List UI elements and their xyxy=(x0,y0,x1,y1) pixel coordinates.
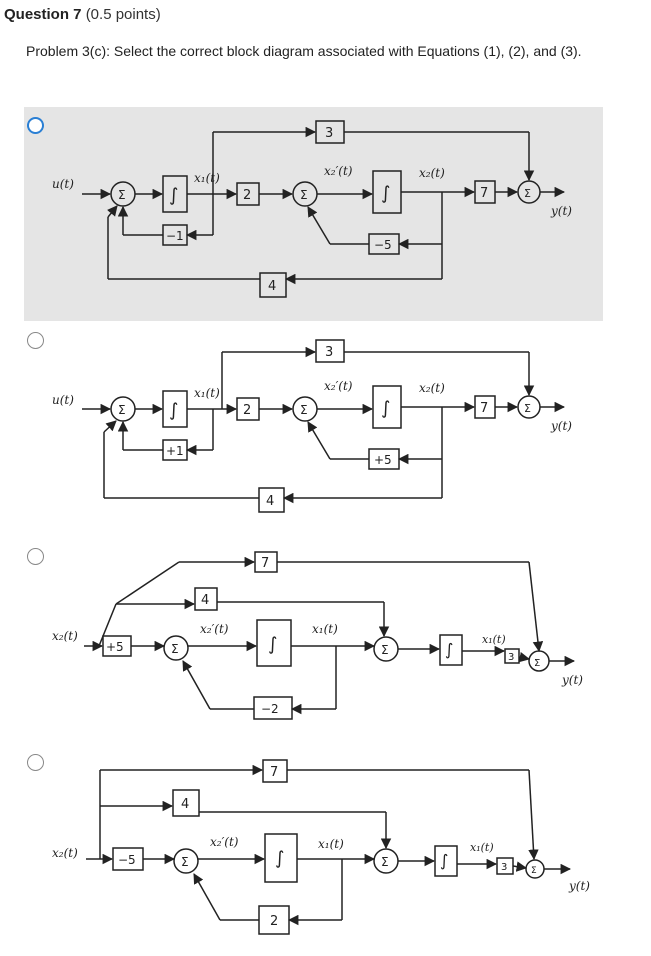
label-x1: x₁(t) xyxy=(194,171,220,185)
gain-fb1-label: +1 xyxy=(166,444,184,458)
answer-option-1[interactable]: u(t) Σ ∫ x₁(t) −1 2 Σ x₂′(t) ∫ x₂(t) xyxy=(24,107,603,321)
sum-symbol-3: Σ xyxy=(524,402,531,415)
gain-mid-label: 4 xyxy=(201,593,209,608)
gain-block-fb xyxy=(253,696,293,720)
sum-symbol-3: Σ xyxy=(524,187,531,200)
radio-button-option-2[interactable] xyxy=(27,332,44,349)
integrator-symbol-2: ∫ xyxy=(381,398,390,419)
summing-junction-1 xyxy=(173,848,199,874)
label-x2: x₂(t) xyxy=(419,166,445,180)
gain-block-bottom xyxy=(258,487,285,513)
sum-symbol-3: Σ xyxy=(531,866,537,876)
label-input: x₂(t) xyxy=(52,629,78,643)
gain-out-label: 3 xyxy=(501,862,507,873)
label-output: y(t) xyxy=(561,673,583,687)
label-output: y(t) xyxy=(550,204,572,218)
gain-mid-label: 4 xyxy=(181,797,189,812)
sum-symbol-2: Σ xyxy=(381,643,389,657)
gain-block-mid xyxy=(194,587,218,611)
answer-option-4[interactable]: x₂(t) −5 Σ x₂′(t) ∫ x₁(t) 2 Σ ∫ x₁(t) 3 … xyxy=(24,740,603,952)
block-diagram-option-1: u(t) Σ ∫ x₁(t) −1 2 Σ x₂′(t) ∫ x₂(t) xyxy=(52,120,572,298)
label-x1: x₁(t) xyxy=(312,622,338,636)
gain-bottom-label: 4 xyxy=(266,494,274,509)
gain-in-label: +5 xyxy=(106,640,124,654)
block-diagram-option-4: x₂(t) −5 Σ x₂′(t) ∫ x₁(t) 2 Σ ∫ x₁(t) 3 … xyxy=(52,759,590,935)
answer-option-3[interactable]: x₂(t) +5 Σ x₂′(t) ∫ x₁(t) −2 Σ ∫ x₁(t) 3… xyxy=(24,532,603,740)
sum-symbol-1: Σ xyxy=(171,642,179,656)
gain-bottom-label: 4 xyxy=(268,279,276,294)
integrator-block-2 xyxy=(439,634,463,666)
gain-mid-label: 2 xyxy=(243,403,251,418)
gain-fb2-label: +5 xyxy=(374,453,392,467)
integrator-symbol-2: ∫ xyxy=(440,851,448,870)
label-x1: x₁(t) xyxy=(194,386,220,400)
label-x2-prime: x₂′(t) xyxy=(324,164,353,178)
block-diagram-option-3: x₂(t) +5 Σ x₂′(t) ∫ x₁(t) −2 Σ ∫ x₁(t) 3… xyxy=(52,551,583,720)
label-x2-prime: x₂′(t) xyxy=(210,835,239,849)
integrator-symbol-2: ∫ xyxy=(445,640,453,659)
sum-symbol-1: Σ xyxy=(181,855,189,869)
gain-out-label: 7 xyxy=(480,186,488,201)
gain-in-label: −5 xyxy=(118,853,136,867)
answer-option-2[interactable]: u(t) Σ ∫ x₁(t) +1 2 Σ x₂′(t) ∫ x₂(t) +5 … xyxy=(24,322,603,532)
sum-symbol-2: Σ xyxy=(381,855,389,869)
label-x2-prime: x₂′(t) xyxy=(324,379,353,393)
gain-top-label: 3 xyxy=(325,345,333,360)
label-output: y(t) xyxy=(568,879,590,893)
gain-fb1-label: −1 xyxy=(166,229,184,243)
question-header: Question 7 (0.5 points) xyxy=(4,6,161,23)
sum-symbol-2: Σ xyxy=(300,403,308,417)
label-x1-b: x₁(t) xyxy=(470,841,494,854)
gain-block-bottom xyxy=(259,272,287,298)
block-diagram-option-2: u(t) Σ ∫ x₁(t) +1 2 Σ x₂′(t) ∫ x₂(t) +5 … xyxy=(52,339,572,513)
gain-block-top xyxy=(315,339,345,363)
label-x1-b: x₁(t) xyxy=(482,633,506,646)
question-points: (0.5 points) xyxy=(85,6,161,23)
gain-top-label: 7 xyxy=(270,765,278,780)
integrator-symbol-1: ∫ xyxy=(268,634,277,655)
sum-symbol-3: Σ xyxy=(534,658,540,669)
gain-top-label: 3 xyxy=(325,126,333,141)
integrator-block-2 xyxy=(434,845,458,877)
gain-fb2-label: −5 xyxy=(374,238,392,252)
label-x2: x₂(t) xyxy=(419,381,445,395)
integrator-block-1 xyxy=(256,619,292,667)
sum-symbol-2: Σ xyxy=(300,188,308,202)
sum-symbol-1: Σ xyxy=(118,188,126,202)
sum-symbol-1: Σ xyxy=(118,403,126,417)
radio-button-option-1[interactable] xyxy=(27,117,44,134)
radio-button-option-4[interactable] xyxy=(27,754,44,771)
gain-fb-label: 2 xyxy=(270,914,278,929)
question-number: Question 7 xyxy=(4,6,82,23)
integrator-symbol-2: ∫ xyxy=(381,183,390,204)
label-output: y(t) xyxy=(550,419,572,433)
integrator-symbol-1: ∫ xyxy=(169,185,178,206)
gain-out-label: 3 xyxy=(508,652,514,663)
integrator-block-1 xyxy=(264,833,298,883)
summing-junction-1 xyxy=(163,635,189,661)
integrator-symbol-1: ∫ xyxy=(275,848,284,869)
label-input: u(t) xyxy=(52,177,74,191)
gain-fb-label: −2 xyxy=(261,702,279,716)
label-input: x₂(t) xyxy=(52,846,78,860)
label-x1: x₁(t) xyxy=(318,837,344,851)
integrator-symbol-1: ∫ xyxy=(169,400,178,421)
question-prompt: Problem 3(c): Select the correct block d… xyxy=(26,43,582,59)
gain-out-label: 7 xyxy=(480,401,488,416)
gain-mid-label: 2 xyxy=(243,188,251,203)
gain-block-mid xyxy=(172,789,200,817)
gain-block-top xyxy=(262,759,288,783)
label-x2-prime: x₂′(t) xyxy=(200,622,229,636)
radio-button-option-3[interactable] xyxy=(27,548,44,565)
label-input: u(t) xyxy=(52,393,74,407)
gain-top-label: 7 xyxy=(261,556,269,571)
